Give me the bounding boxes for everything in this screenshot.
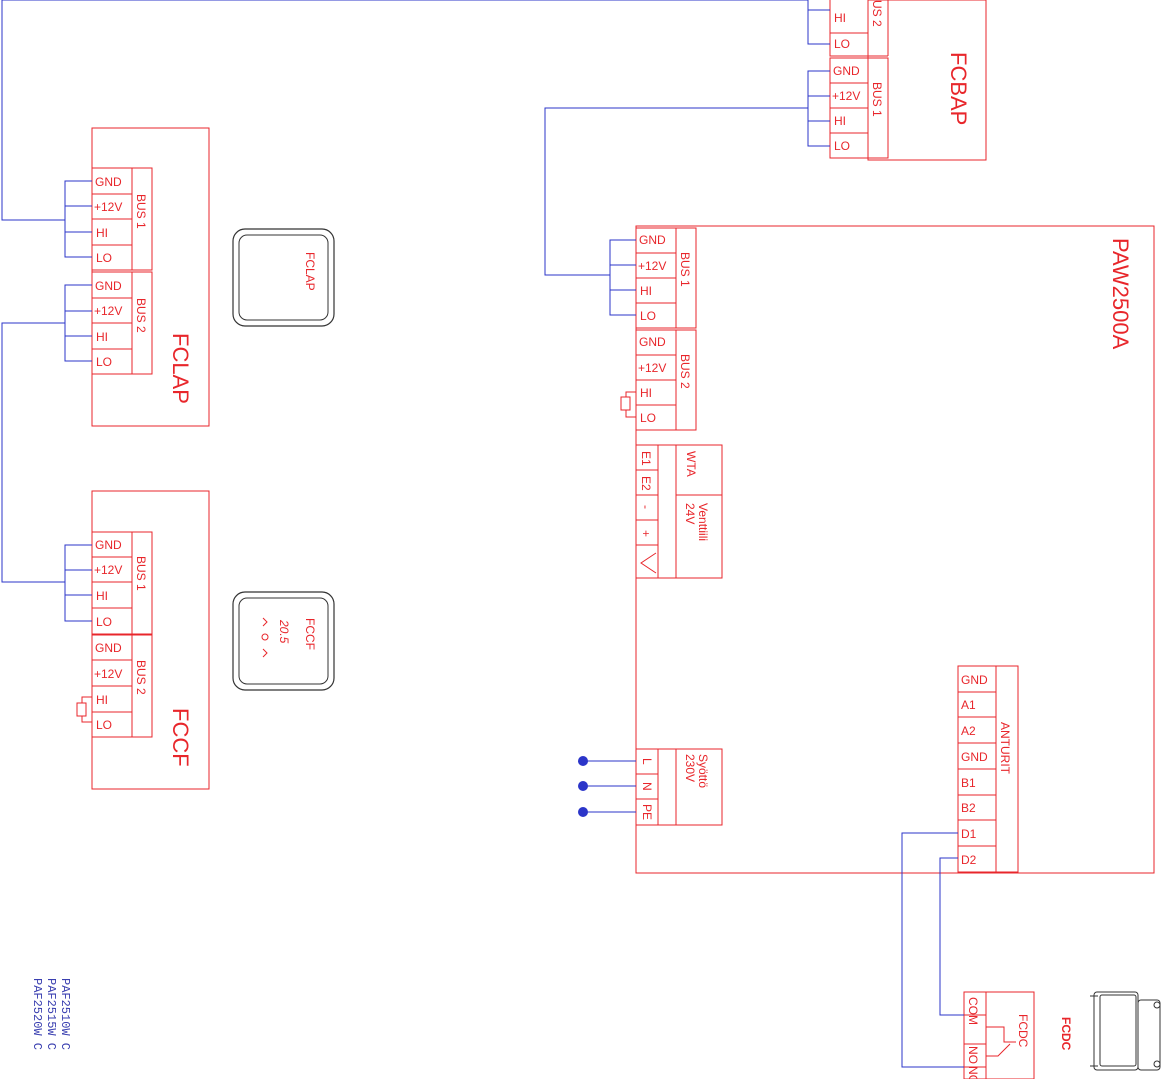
fccf-bus1-hi: HI xyxy=(96,589,108,603)
paw-anturit-gnd: GND xyxy=(961,673,988,687)
fccf-device-label: FCCF xyxy=(303,618,317,650)
paw2500a-module: PAW2500A GND +12V HI LO BUS 1 GND +12V H… xyxy=(620,225,1155,874)
note-line-1: PAF2510W C xyxy=(58,978,72,1050)
fccf-terminator-resistor xyxy=(76,696,92,723)
fclap-bus1-gnd: GND xyxy=(95,175,122,189)
paw-supply-label: Syöttö xyxy=(696,754,710,788)
paw-wta-e1: E1 xyxy=(639,451,653,466)
paw-valve-label: Venttiili xyxy=(696,503,710,541)
fccf-device-icon: FCCF 20.5 xyxy=(232,591,335,691)
paw-valve-voltage: 24V xyxy=(683,503,697,524)
paw-title: PAW2500A xyxy=(1108,238,1133,350)
fccf-bus2-gnd: GND xyxy=(95,641,122,655)
note-line-2: PAF2515W C xyxy=(44,978,58,1050)
fclap-bus1-hi: HI xyxy=(96,226,108,240)
door-contact-icon xyxy=(1090,991,1161,1071)
fccf-bus1-12v: +12V xyxy=(94,563,122,577)
fcbap-bus2-label: US 2 xyxy=(870,0,884,27)
supply-terminal-pe xyxy=(578,807,588,817)
fclap-bus2-hi: HI xyxy=(96,330,108,344)
paw-wta-plus: + xyxy=(639,530,653,537)
paw-bus2-gnd: GND xyxy=(639,335,666,349)
fcbap-module: HI LO US 2 GND +12V HI LO BUS 1 FCBAP xyxy=(829,0,987,161)
paw-supply-voltage: 230V xyxy=(683,754,697,782)
fcbap-bus1-gnd: GND xyxy=(833,64,860,78)
fclap-bus1-lo: LO xyxy=(96,251,112,265)
fcdc-nc: NC xyxy=(966,1066,980,1079)
model-notes: PAF2510W C PAF2515W C PAF2520W C xyxy=(30,978,72,1050)
paw-bus2-lo: LO xyxy=(640,411,656,425)
fccf-bus2-12v: +12V xyxy=(94,667,122,681)
bus-wiring xyxy=(1,0,964,1068)
supply-terminal-n xyxy=(578,781,588,791)
fcbap-bus1-12v: +12V xyxy=(832,89,860,103)
paw-supply-pe: PE xyxy=(640,804,654,820)
paw-supply-l: L xyxy=(640,758,654,765)
paw-terminator-resistor xyxy=(620,391,636,418)
fclap-device-label: FCLAP xyxy=(303,252,317,291)
fcbap-bus1-label: BUS 1 xyxy=(870,82,884,117)
paw-anturit-a1: A1 xyxy=(961,698,976,712)
fcdc-title: FCDC xyxy=(1016,1014,1030,1048)
paw-bus1-label: BUS 1 xyxy=(678,252,692,287)
paw-bus1-12v: +12V xyxy=(638,259,666,273)
fclap-module: GND +12V HI LO BUS 1 GND +12V HI LO BUS … xyxy=(91,127,210,427)
fccf-bus2-lo: LO xyxy=(96,718,112,732)
fcbap-bus1-hi: HI xyxy=(834,114,846,128)
fcdc-module: COM NO NC FCDC FCDC xyxy=(963,991,1073,1079)
fccf-bus2-hi: HI xyxy=(96,693,108,707)
paw-bus2-12v: +12V xyxy=(638,361,666,375)
paw-bus2-label: BUS 2 xyxy=(678,354,692,389)
fccf-bus1-label: BUS 1 xyxy=(134,556,148,591)
fcdc-com: COM xyxy=(966,997,980,1025)
paw-bus1-lo: LO xyxy=(640,309,656,323)
fclap-bus2-gnd: GND xyxy=(95,279,122,293)
paw-wta-label: WTA xyxy=(684,451,698,477)
fccf-module: GND +12V HI LO BUS 1 GND +12V HI LO BUS … xyxy=(76,490,210,790)
paw-anturit-gnd2: GND xyxy=(961,750,988,764)
fclap-bus1-label: BUS 1 xyxy=(134,194,148,229)
fclap-title: FCLAP xyxy=(168,333,193,404)
paw-anturit-d2: D2 xyxy=(961,853,977,867)
paw-supply-n: N xyxy=(640,782,654,791)
fcbap-bus1-lo: LO xyxy=(834,139,850,153)
paw-anturit-b2: B2 xyxy=(961,801,976,815)
paw-anturit-b1: B1 xyxy=(961,776,976,790)
fccf-device-temp: 20.5 xyxy=(277,619,291,644)
paw-bus1-hi: HI xyxy=(640,284,652,298)
fccf-bus2-label: BUS 2 xyxy=(134,660,148,695)
paw-anturit-d1: D1 xyxy=(961,827,977,841)
fcdc-title-bold: FCDC xyxy=(1059,1017,1073,1051)
note-line-3: PAF2520W C xyxy=(30,978,44,1050)
paw-bus1-gnd: GND xyxy=(639,233,666,247)
paw-wta-e2: E2 xyxy=(639,476,653,491)
fclap-bus2-lo: LO xyxy=(96,355,112,369)
paw-anturit-a2: A2 xyxy=(961,724,976,738)
paw-wta-minus: - xyxy=(639,505,653,509)
fccf-title: FCCF xyxy=(168,708,193,767)
fccf-bus1-lo: LO xyxy=(96,615,112,629)
fclap-bus2-label: BUS 2 xyxy=(134,298,148,333)
fcbap-bus2-hi: HI xyxy=(834,11,846,25)
fclap-bus1-12v: +12V xyxy=(94,200,122,214)
paw-bus2-hi: HI xyxy=(640,386,652,400)
paw-anturit-label: ANTURIT xyxy=(998,722,1012,775)
supply-terminal-l xyxy=(578,756,588,766)
fcbap-bus2-lo: LO xyxy=(834,37,850,51)
fclap-bus2-12v: +12V xyxy=(94,304,122,318)
fccf-bus1-gnd: GND xyxy=(95,538,122,552)
fclap-device-icon: FCLAP xyxy=(232,228,335,327)
fcbap-title: FCBAP xyxy=(946,52,971,125)
fcdc-no: NO xyxy=(966,1046,980,1064)
